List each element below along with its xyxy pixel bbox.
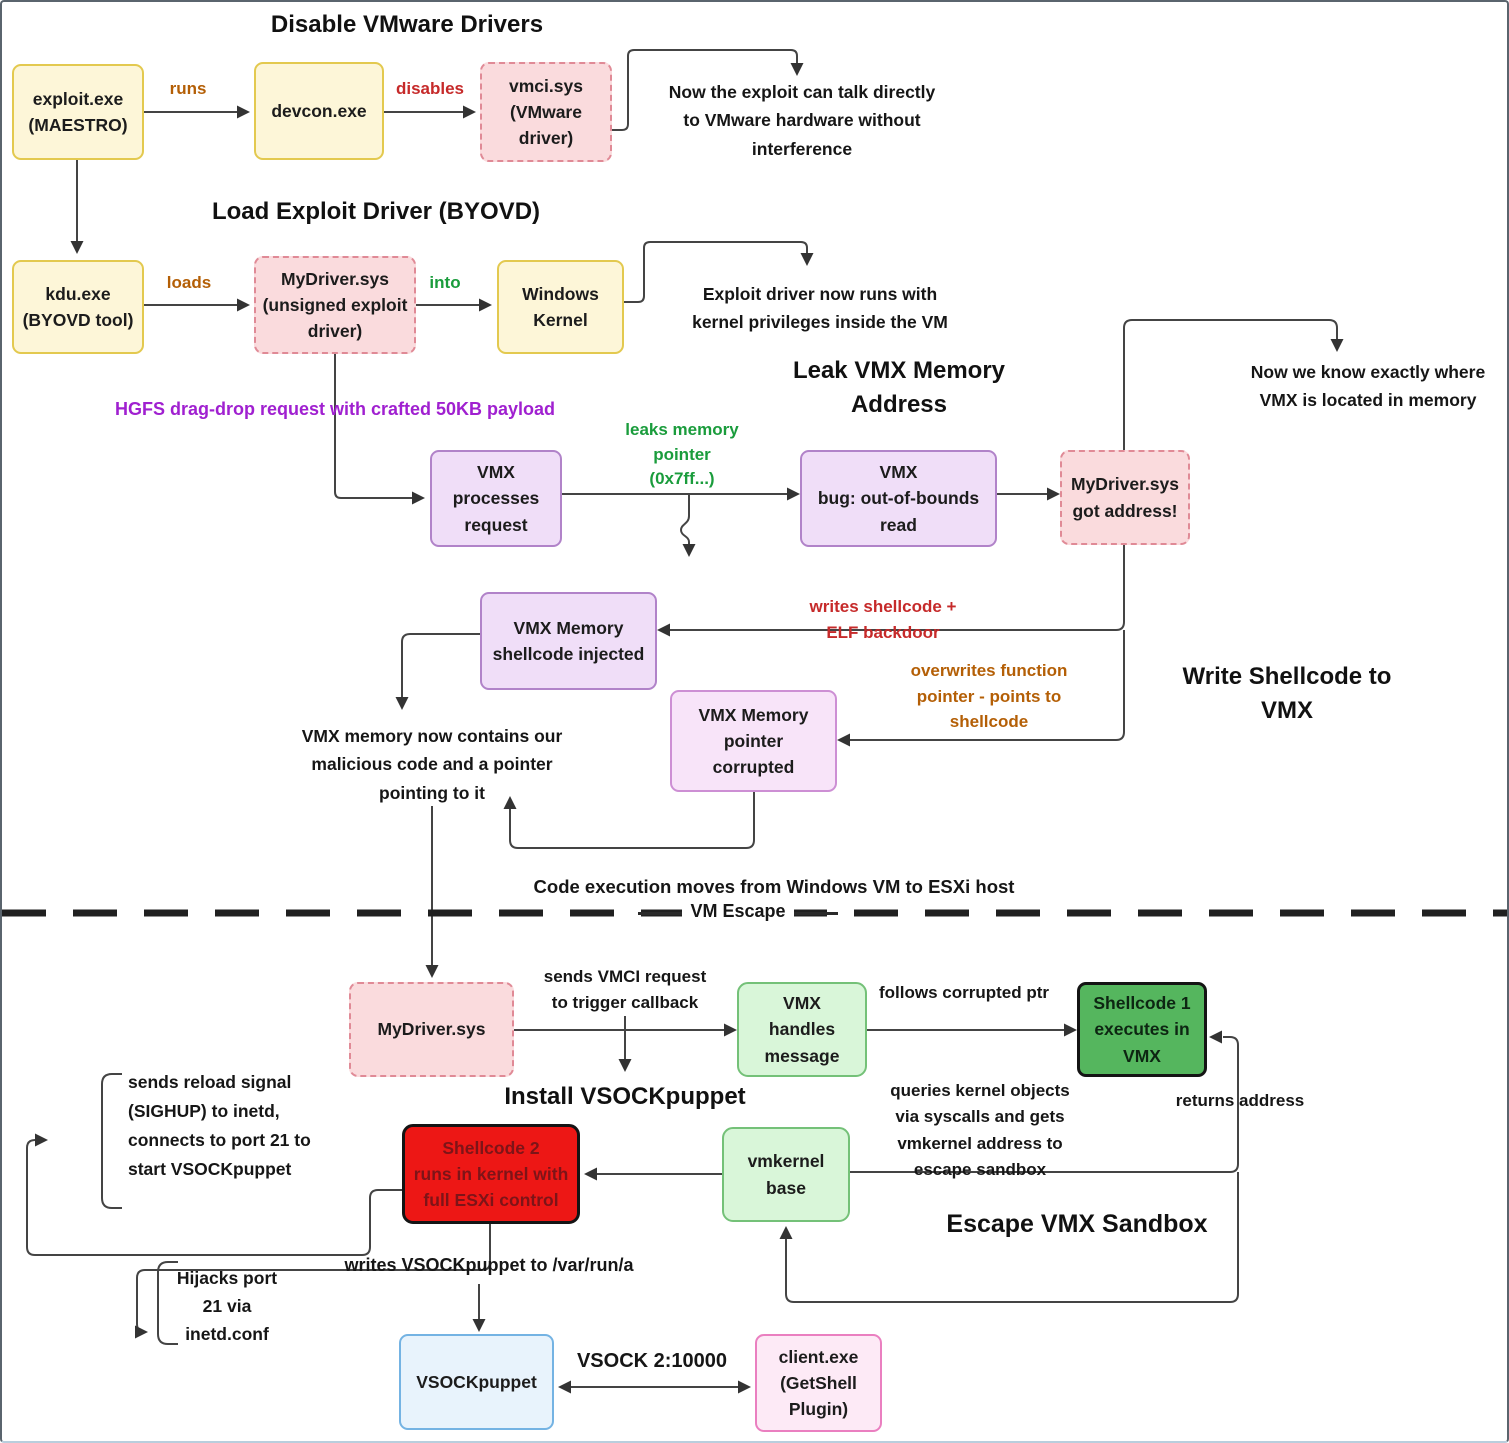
annotation-talk-directly: Now the exploit can talk directly to VMw… [668, 82, 936, 159]
edge-shellcode2-sighup [26, 1139, 402, 1256]
edge-gotaddr-annotation [1123, 319, 1338, 450]
bracket-sighup [101, 1073, 122, 1209]
section-disable-drivers: Disable VMware Drivers [270, 11, 544, 38]
edge-label-sends-vmci: sends VMCI request to trigger callback [543, 967, 707, 1012]
node-shellcode2-kernel: Shellcode 2 runs in kernel with full ESX… [402, 1124, 580, 1224]
edge-label-loads: loads [166, 273, 212, 292]
node-vmx-memory-shellcode-injected: VMX Memory shellcode injected [480, 592, 657, 690]
edge-label-follows-ptr: follows corrupted ptr [879, 983, 1049, 1002]
vm-escape-tick-right [794, 912, 838, 915]
section-write-shellcode: Write Shellcode to VMX [1182, 663, 1392, 724]
node-vmx-handles-message: VMX handles message [737, 982, 867, 1077]
node-client-exe: client.exe (GetShell Plugin) [755, 1334, 882, 1432]
node-kdu-exe: kdu.exe (BYOVD tool) [12, 260, 144, 354]
section-leak-vmx-memory: Leak VMX Memory Address [792, 357, 1006, 418]
node-vmx-oob-read: VMX bug: out-of-bounds read [800, 450, 997, 547]
section-load-exploit-driver: Load Exploit Driver (BYOVD) [211, 198, 541, 225]
edge-mydriver-vmxproc [334, 354, 413, 499]
node-mydriver-got-address: MyDriver.sys got address! [1060, 450, 1190, 545]
annotation-memory-contains: VMX memory now contains our malicious co… [301, 726, 563, 803]
annotation-hijacks-port: Hijacks port 21 via inetd.conf [176, 1268, 278, 1344]
edge-label-overwrites-pointer: overwrites function pointer - points to … [910, 661, 1068, 731]
edge-injected-annotation [401, 633, 480, 698]
divider-caption: Code execution moves from Windows VM to … [533, 876, 1015, 897]
edge-label-writes-shellcode: writes shellcode + ELF backdoor [809, 597, 957, 642]
annotation-know-where-vmx: Now we know exactly where VMX is located… [1250, 362, 1486, 411]
edge-corrupted-annotation [509, 792, 755, 849]
node-vmkernel-base: vmkernel base [722, 1127, 850, 1222]
edge-label-queries-kernel: queries kernel objects via syscalls and … [890, 1081, 1070, 1180]
node-mydriver-sys-esc: MyDriver.sys [349, 982, 514, 1077]
edge-label-disables: disables [395, 79, 465, 98]
edge-vmci-annotation [612, 49, 798, 131]
edge-gotaddr-injected [669, 545, 1125, 631]
section-escape-vmx-sandbox: Escape VMX Sandbox [946, 1210, 1208, 1238]
edge-gotaddr-corrupted [849, 630, 1125, 741]
annotation-kernel-privileges: Exploit driver now runs with kernel priv… [692, 284, 948, 333]
edge-vmkernel-shellcode1-returns [850, 1036, 1239, 1173]
edge-label-writes-vsockpuppet: writes VSOCKpuppet to /var/run/a [344, 1255, 634, 1275]
edge-label-vsock-channel: VSOCK 2:10000 [576, 1350, 728, 1372]
vm-escape-label: VM Escape [682, 899, 794, 924]
node-vmx-memory-pointer-corrupted: VMX Memory pointer corrupted [670, 690, 837, 792]
node-mydriver-sys-vm: MyDriver.sys (unsigned exploit driver) [254, 256, 416, 354]
edge-kernel-annotation [624, 241, 808, 303]
edge-leak-squiggle [679, 494, 690, 545]
node-vmci-sys: vmci.sys (VMware driver) [480, 62, 612, 162]
node-vsockpuppet: VSOCKpuppet [399, 1334, 554, 1430]
bracket-hijacks [157, 1261, 178, 1345]
edge-label-leaks-pointer: leaks memory pointer (0x7ff...) [625, 420, 739, 489]
node-exploit-exe: exploit.exe (MAESTRO) [12, 64, 144, 160]
node-vmx-processes-request: VMX processes request [430, 450, 562, 547]
edge-shellcode1-vmkernel-queries [785, 1172, 1239, 1303]
edge-label-into: into [429, 273, 461, 292]
edge-label-hgfs-payload: HGFS drag-drop request with crafted 50KB… [114, 399, 556, 419]
edge-label-returns-address: returns address [1175, 1091, 1305, 1110]
node-windows-kernel: Windows Kernel [497, 260, 624, 354]
node-shellcode1-executes: Shellcode 1 executes in VMX [1077, 982, 1207, 1077]
section-install-vsockpuppet: Install VSOCKpuppet [504, 1083, 746, 1110]
node-devcon-exe: devcon.exe [254, 62, 384, 160]
arrowheads [35, 63, 1344, 1394]
annotation-sighup-reload: sends reload signal (SIGHUP) to inetd, c… [128, 1072, 311, 1179]
edge-label-runs: runs [169, 79, 207, 98]
vm-escape-tick-left [638, 912, 682, 915]
